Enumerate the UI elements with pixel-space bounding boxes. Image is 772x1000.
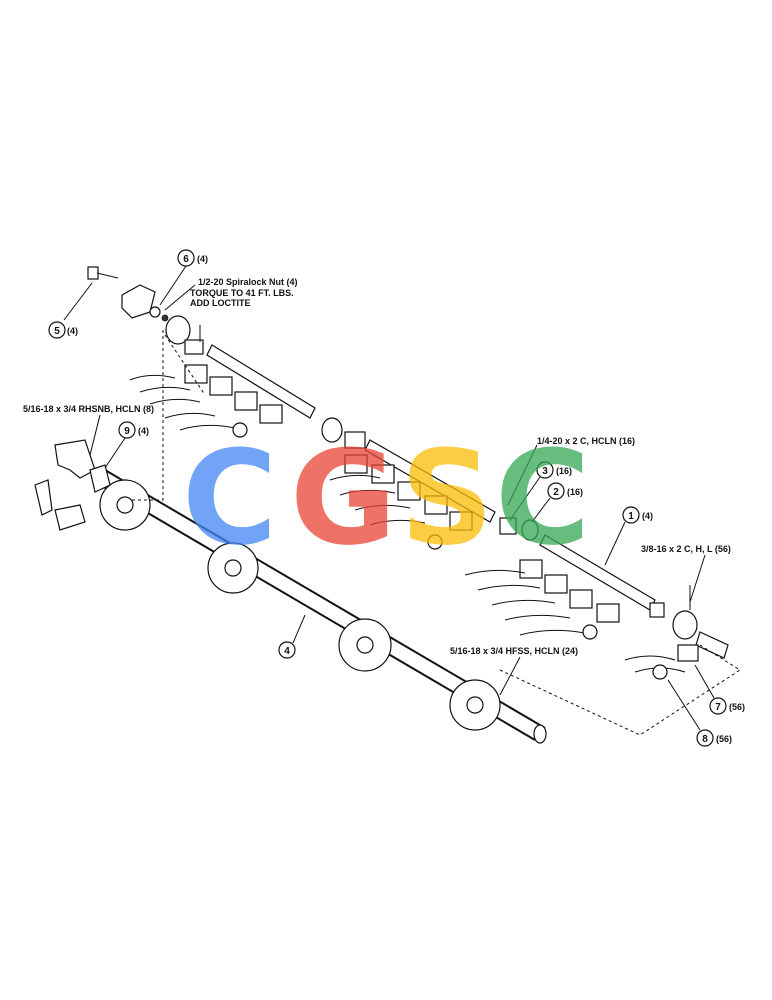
bearing-stub xyxy=(87,266,119,280)
callout-number: 1 xyxy=(628,511,634,522)
bushing xyxy=(499,517,517,535)
split-end-plate xyxy=(34,439,111,531)
callout-qty: (4) xyxy=(138,426,149,436)
tine-row-upper-left xyxy=(129,364,283,438)
callout-3: 3 (16) xyxy=(509,461,572,521)
tine-bar xyxy=(364,439,496,523)
watermark-logo: C G S C xyxy=(182,422,590,574)
callout-7: 7 (56) xyxy=(694,664,745,715)
hfss-note-text: 5/16-18 x 3/4 HFSS, HCLN (24) xyxy=(450,646,578,656)
callout-qty: (4) xyxy=(642,511,653,521)
bolt-3816-note: 3/8-16 x 2 C, H, L (56) xyxy=(641,544,731,610)
callout-number: 4 xyxy=(284,646,290,657)
end-flange xyxy=(649,602,729,662)
watermark-letter: C xyxy=(495,422,590,574)
watermark-letter: G xyxy=(290,422,397,574)
callout-number: 5 xyxy=(54,326,60,337)
spiralock-note-line2: TORQUE TO 41 FT. LBS. xyxy=(190,288,294,298)
callout-qty: (56) xyxy=(716,734,732,744)
callout-qty: (16) xyxy=(556,466,572,476)
spiralock-nut xyxy=(149,306,169,322)
center-flange xyxy=(321,417,366,449)
tine-bar xyxy=(206,344,316,419)
callout-5: 5 (4) xyxy=(48,282,93,339)
callout-qty: (4) xyxy=(67,326,78,336)
watermark-letter: S xyxy=(400,422,494,574)
spider-plate xyxy=(338,618,392,672)
flange xyxy=(165,315,204,355)
tine-row-lower xyxy=(464,559,620,640)
spiralock-note-line1: 1/2-20 Spiralock Nut (4) xyxy=(198,277,298,287)
tine-row-center xyxy=(329,454,473,550)
bolt-1420-note: 1/4-20 x 2 C, HCLN (16) xyxy=(507,436,635,506)
callout-number: 8 xyxy=(702,734,708,745)
spider-plate xyxy=(449,679,501,731)
tine-row-right xyxy=(624,655,686,680)
spider-plate xyxy=(207,542,259,594)
guide-lines xyxy=(130,330,741,736)
callout-qty: (16) xyxy=(567,487,583,497)
callout-number: 3 xyxy=(542,466,548,477)
spiralock-note: 1/2-20 Spiralock Nut (4) TORQUE TO 41 FT… xyxy=(164,277,298,311)
callout-4: 4 xyxy=(278,614,306,659)
callout-1: 1 (4) xyxy=(604,506,653,566)
callout-qty: (4) xyxy=(197,254,208,264)
spider-plate xyxy=(99,479,151,531)
spiralock-note-line3: ADD LOCTITE xyxy=(190,298,251,308)
hfss-note: 5/16-18 x 3/4 HFSS, HCLN (24) xyxy=(450,646,578,696)
callout-qty: (56) xyxy=(729,702,745,712)
washer xyxy=(521,519,539,541)
callout-number: 7 xyxy=(715,702,721,713)
callout-number: 9 xyxy=(124,426,130,437)
callout-6: 6 (4) xyxy=(159,249,208,306)
rhsnb-note: 5/16-18 x 3/4 RHSNB, HCLN (8) xyxy=(23,404,154,456)
bolt-3816-note-text: 3/8-16 x 2 C, H, L (56) xyxy=(641,544,731,554)
callout-number: 6 xyxy=(183,254,189,265)
rhsnb-note-text: 5/16-18 x 3/4 RHSNB, HCLN (8) xyxy=(23,404,154,414)
bolt-1420-note-text: 1/4-20 x 2 C, HCLN (16) xyxy=(537,436,635,446)
callout-number: 2 xyxy=(553,487,559,498)
callout-8: 8 (56) xyxy=(667,679,732,747)
watermark-letter: C xyxy=(182,422,277,574)
callout-9: 9 (4) xyxy=(104,421,149,469)
callout-2: 2 (16) xyxy=(531,482,583,523)
